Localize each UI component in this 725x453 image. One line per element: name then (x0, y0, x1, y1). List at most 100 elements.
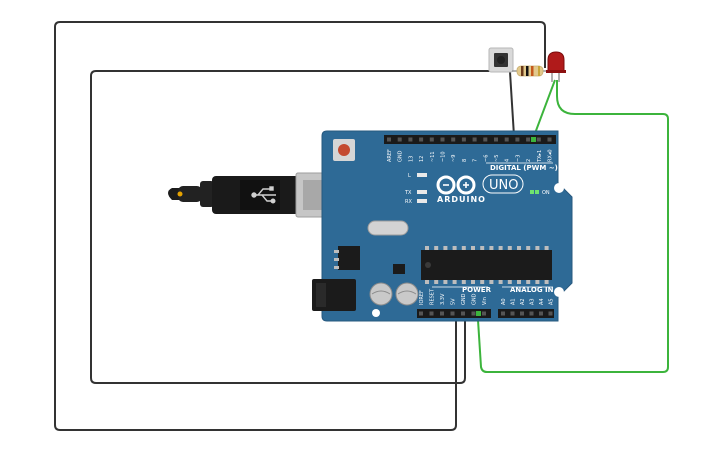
chip-pin (425, 246, 429, 250)
chip-pin (461, 246, 466, 250)
chip-pin (452, 246, 457, 250)
pin-socket[interactable] (387, 137, 391, 142)
connected-pin-marker (531, 137, 536, 142)
pin-label: GND (398, 150, 404, 162)
chip-pin (507, 246, 512, 250)
mounting-hole (554, 287, 564, 297)
arduino-logo-icon (436, 175, 476, 195)
chip-pin (471, 280, 475, 284)
led-rx-label: RX (405, 199, 412, 205)
pin-socket[interactable] (472, 137, 477, 142)
crystal (367, 220, 409, 236)
analog-header-label: ANALOG IN (510, 286, 554, 294)
pin-socket[interactable] (419, 311, 423, 316)
pin-socket[interactable] (510, 311, 515, 316)
on-led (535, 190, 539, 194)
pin-socket[interactable] (440, 137, 445, 142)
chip-pin (535, 280, 540, 284)
pin-label: A3 (530, 298, 536, 305)
pin-label: 3.3V (440, 293, 446, 305)
chip-pin (452, 280, 457, 284)
pin-label: TX▸1 (537, 150, 543, 163)
wire-outer-black[interactable] (54, 21, 546, 431)
pin-label: A5 (549, 298, 555, 305)
red-led[interactable] (546, 51, 566, 82)
chip-pin (461, 280, 466, 284)
pin-socket[interactable] (536, 137, 541, 142)
led-l-label: L (408, 173, 411, 179)
pin-label: ~3 (515, 155, 521, 162)
chip-pin (434, 246, 439, 250)
reset-button[interactable] (333, 139, 355, 161)
analog-header (498, 309, 554, 318)
pin-socket[interactable] (548, 311, 553, 316)
pin-label: RX◂0 (548, 149, 554, 162)
pin-socket[interactable] (429, 311, 434, 316)
voltage-regulator (334, 246, 360, 270)
pin-socket[interactable] (515, 137, 520, 142)
pin-label: 12 (419, 156, 425, 162)
wire-inner-black[interactable] (90, 70, 498, 384)
pin-socket[interactable] (461, 311, 465, 316)
pin-socket[interactable] (471, 311, 476, 316)
pin-socket[interactable] (397, 137, 402, 142)
pin-label: ~11 (430, 151, 436, 162)
chip-pin (480, 246, 485, 250)
chip-pin (425, 280, 429, 284)
power-sockets (419, 311, 486, 316)
pin-label: 13 (408, 156, 414, 162)
chip-pin (526, 246, 531, 250)
pin-socket[interactable] (520, 311, 524, 316)
chip-pin (498, 246, 503, 250)
pin-socket[interactable] (547, 137, 552, 142)
chip-pin (443, 280, 448, 284)
chip-pin (535, 246, 540, 250)
chip-pin (443, 246, 448, 250)
pin-socket[interactable] (501, 311, 505, 316)
pin-socket[interactable] (539, 311, 543, 316)
mounting-hole (372, 309, 380, 317)
pin-socket[interactable] (504, 137, 509, 142)
pin-label: 7 (473, 159, 479, 162)
pin-socket[interactable] (451, 137, 456, 142)
capacitor (395, 282, 419, 306)
pin-label: A1 (511, 298, 517, 305)
pushbutton[interactable] (488, 47, 514, 73)
pin-socket[interactable] (429, 137, 434, 142)
led-tx (417, 190, 427, 194)
chip-pin (526, 280, 531, 284)
capacitor (369, 282, 393, 306)
led-l (417, 173, 427, 177)
pin-socket[interactable] (419, 137, 424, 142)
pin-label: A2 (520, 298, 526, 305)
chip-pin (498, 280, 503, 284)
digital-sockets (387, 137, 552, 142)
pin-socket[interactable] (526, 137, 531, 142)
usb-cable[interactable] (168, 172, 341, 218)
pin-socket[interactable] (529, 311, 534, 316)
pin-socket[interactable] (494, 137, 498, 142)
pin-socket[interactable] (461, 137, 466, 142)
power-jack (312, 279, 356, 311)
pin-socket[interactable] (408, 137, 413, 142)
wire-button-to-pin[interactable] (509, 71, 515, 137)
pin-socket[interactable] (450, 311, 455, 316)
resistor[interactable] (512, 65, 548, 77)
pin-socket[interactable] (483, 137, 488, 142)
chip-pin (507, 280, 512, 284)
pin-label: GND (461, 293, 467, 305)
pin-label: ~6 (483, 155, 489, 162)
pin-socket[interactable] (440, 311, 444, 316)
pin-label: A4 (539, 298, 545, 305)
pin-socket[interactable] (482, 311, 486, 316)
wire-green-led-to-gnd[interactable] (477, 80, 669, 373)
pin-label: ~5 (494, 155, 500, 162)
pin-label: Vin (482, 297, 488, 305)
on-led (530, 190, 534, 194)
pin-label: RESET (430, 288, 436, 305)
wire-green-led-to-pin[interactable] (533, 79, 556, 137)
